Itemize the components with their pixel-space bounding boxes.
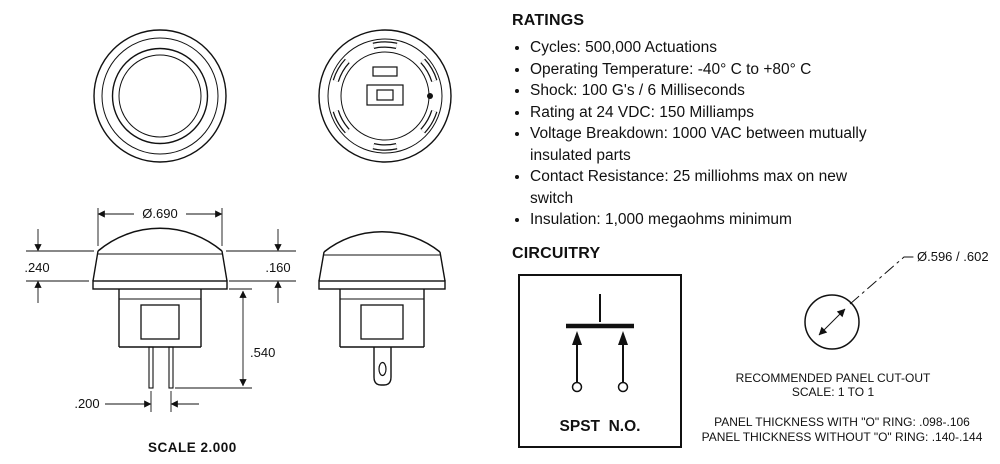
dimensions: Ø.690 .240 .160 .540 .200 [24, 206, 296, 412]
terminal-tab [373, 347, 392, 386]
right-terminal [617, 381, 629, 393]
right-contact-arrow [618, 331, 628, 345]
rating-item: Shock: 100 G's / 6 Milliseconds [530, 80, 990, 102]
flange [318, 280, 446, 290]
cap-dome [323, 230, 441, 253]
front-button-face [118, 54, 202, 138]
body-window [360, 304, 404, 340]
rating-item: Cycles: 500,000 Actuations [530, 37, 990, 59]
panel-thickness-without-oring: PANEL THICKNESS WITHOUT "O" RING: .140-.… [701, 429, 983, 444]
rear-contact-window [376, 89, 394, 101]
circuit-type-label: SPST N.O. [559, 418, 641, 435]
cutout-caption-line1: RECOMMENDED PANEL CUT-OUT [735, 371, 931, 385]
ratings-title: RATINGS [512, 12, 585, 29]
cutout-caption: RECOMMENDED PANEL CUT-OUT SCALE: 1 TO 1 [692, 371, 974, 399]
cutout-leader-line [849, 256, 914, 305]
side-view-solder-pins [92, 227, 228, 389]
panel-cutout-drawing: Ø.596 / .602 [804, 249, 989, 350]
body-window [140, 304, 180, 340]
panel-thickness-notes: PANEL THICKNESS WITH "O" RING: .098-.106… [680, 415, 1000, 444]
dimension-label-diameter: Ø.690 [142, 206, 177, 221]
side-view-tab-terminal [318, 230, 446, 386]
front-view [93, 29, 227, 163]
rating-item: Contact Resistance: 25 milliohms max on … [530, 166, 990, 209]
solder-pin-right [168, 346, 174, 389]
cutout-circle [804, 294, 860, 350]
rear-outer-ring [318, 29, 452, 163]
dimension-label-pin-spacing: .200 [74, 396, 99, 411]
cap-dome [97, 227, 223, 252]
ratings-list: Cycles: 500,000 Actuations Operating Tem… [512, 37, 990, 231]
circuitry-section-title: CIRCUITRY [512, 245, 600, 263]
front-bezel-ring [101, 37, 219, 155]
ratings-section: RATINGS Cycles: 500,000 Actuations Opera… [512, 12, 990, 231]
solder-pin-left [148, 346, 154, 389]
dimension-label-body-height: .540 [250, 345, 275, 360]
flange [92, 280, 228, 290]
rear-slots [336, 44, 435, 147]
front-button-ring [111, 47, 209, 145]
circuitry-title: CIRCUITRY [512, 245, 601, 262]
drawing-scale-label: SCALE 2.000 [148, 440, 237, 455]
rear-top-key [372, 66, 398, 77]
left-terminal [571, 381, 583, 393]
technical-drawings: Ø.690 .240 .160 .540 .200 SCA [24, 29, 452, 455]
dimension-label-bezel-height: .160 [265, 260, 290, 275]
left-contact-arrow [572, 331, 582, 345]
cutout-diameter-arrow [818, 308, 846, 336]
rear-contact-block [366, 84, 404, 106]
rating-item: Operating Temperature: -40° C to +80° C [530, 59, 990, 81]
rear-inner-ring [327, 38, 443, 154]
panel-thickness-with-oring: PANEL THICKNESS WITH "O" RING: .098-.106 [714, 415, 970, 429]
cutout-diameter-label: Ø.596 / .602 [917, 249, 989, 264]
rating-item: Voltage Breakdown: 1000 VAC between mutu… [530, 123, 990, 166]
dimension-label-cap-height: .240 [24, 260, 49, 275]
rear-hub-ring [340, 51, 430, 141]
front-outer-ring [93, 29, 227, 163]
tab-hole [378, 361, 387, 377]
spst-switch-symbol [566, 294, 634, 393]
circuit-diagram-box: SPST N.O. [518, 274, 682, 448]
rear-locator-dot [427, 93, 433, 99]
rating-item: Insulation: 1,000 megaohms minimum [530, 209, 990, 231]
rear-view [318, 29, 452, 163]
rating-item: Rating at 24 VDC: 150 Milliamps [530, 102, 990, 124]
cutout-caption-line2: SCALE: 1 TO 1 [791, 385, 875, 399]
